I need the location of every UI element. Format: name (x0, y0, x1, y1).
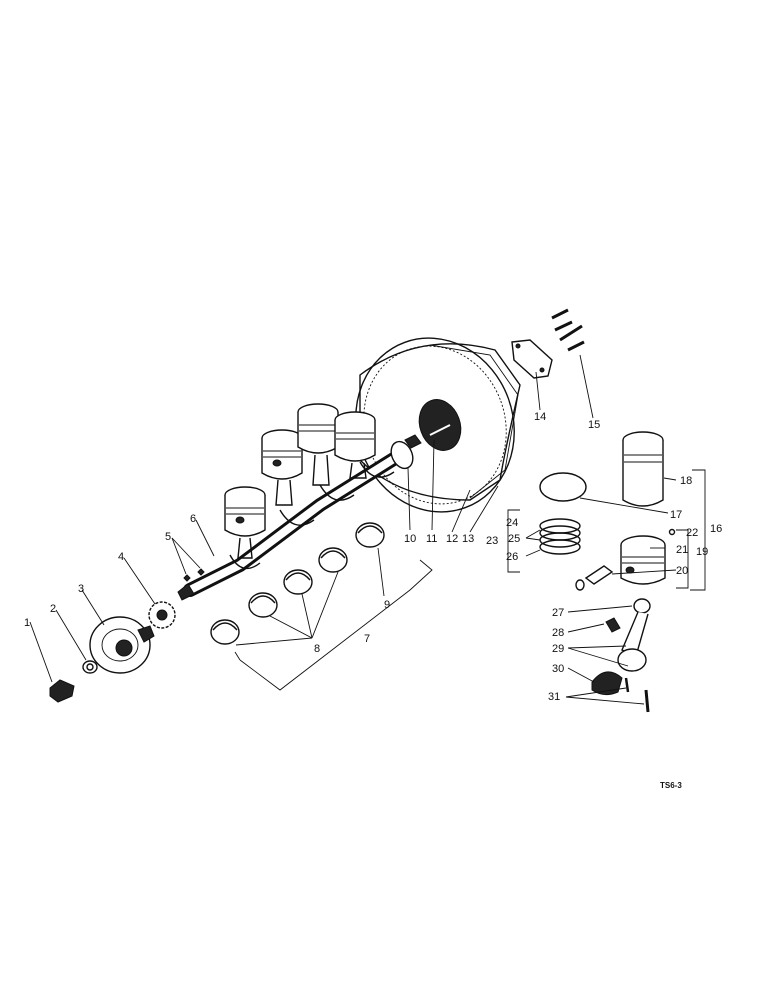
label-11: 11 (426, 533, 437, 545)
label-17: 17 (670, 509, 682, 521)
cylinder-sleeve (622, 431, 664, 507)
label-29: 29 (552, 643, 564, 655)
front-parts (49, 568, 205, 703)
main-bearings (210, 522, 433, 691)
label-28: 28 (552, 627, 564, 639)
piston-kit-piston (620, 535, 666, 585)
label-4: 4 (118, 551, 124, 563)
label-3: 3 (78, 583, 84, 595)
label-26: 26 (506, 551, 518, 563)
label-15: 15 (588, 419, 600, 431)
piston-pin (575, 528, 676, 591)
bracket-19 (676, 529, 689, 589)
o-ring (539, 472, 587, 502)
label-2: 2 (50, 603, 56, 615)
label-14: 14 (534, 411, 546, 423)
label-27: 27 (552, 607, 564, 619)
bracket-16 (690, 469, 706, 591)
gasket-and-bolts (511, 308, 585, 379)
label-16: 16 (710, 523, 722, 535)
piston-4 (334, 411, 376, 479)
leader-lines (29, 354, 677, 705)
label-24: 24 (506, 517, 518, 529)
label-8: 8 (314, 643, 320, 655)
piston-2 (261, 429, 303, 506)
label-19: 19 (696, 546, 708, 558)
label-10: 10 (404, 533, 416, 545)
crankshaft-assembly (177, 403, 414, 601)
label-31: 31 (548, 691, 560, 703)
label-23: 23 (486, 535, 498, 547)
label-1: 1 (24, 617, 30, 629)
label-9: 9 (384, 599, 390, 611)
label-25: 25 (508, 533, 520, 545)
label-22: 22 (686, 527, 698, 539)
connecting-rod (591, 598, 651, 713)
label-6: 6 (190, 513, 196, 525)
label-5: 5 (165, 531, 171, 543)
label-30: 30 (552, 663, 564, 675)
label-20: 20 (676, 565, 688, 577)
label-12: 12 (446, 533, 458, 545)
label-21: 21 (676, 544, 688, 556)
label-7: 7 (364, 633, 370, 645)
label-13: 13 (462, 533, 474, 545)
piston-3 (297, 403, 339, 486)
part-labels: 1 2 3 4 5 6 7 8 9 10 11 12 13 14 15 16 1… (24, 411, 722, 790)
figure-code: TS6-3 (660, 781, 682, 790)
flywheel (355, 337, 521, 513)
piston-1 (224, 486, 266, 559)
label-18: 18 (680, 475, 692, 487)
